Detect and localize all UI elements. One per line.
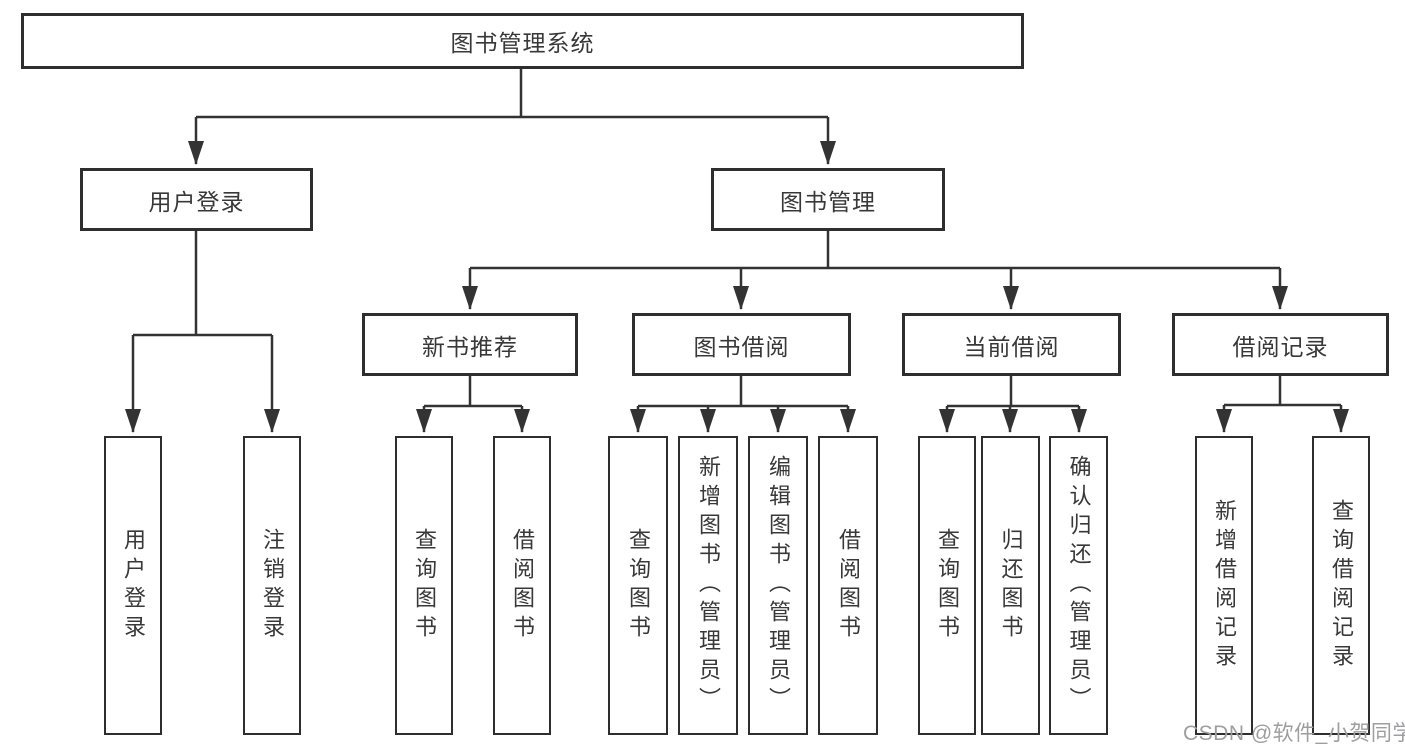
leaf-query-borrow-record: 查询借阅记录 — [1312, 436, 1370, 735]
leaf-recommend-query-books: 查询图书 — [395, 436, 453, 735]
leaf-recommend-borrow-books: 借阅图书 — [493, 436, 551, 735]
node-current-borrowing: 当前借阅 — [902, 313, 1121, 376]
node-library-management-system: 图书管理系统 — [21, 13, 1024, 69]
leaf-add-books-admin: 新增图书（管理员） — [678, 436, 738, 735]
node-borrowing-records: 借阅记录 — [1172, 313, 1389, 376]
leaf-logout: 注销登录 — [243, 436, 301, 735]
leaf-user-login: 用户登录 — [104, 436, 162, 735]
node-new-book-recommendation: 新书推荐 — [362, 313, 578, 376]
leaf-borrow-books: 借阅图书 — [818, 436, 878, 735]
leaf-current-query-books: 查询图书 — [918, 436, 976, 735]
node-book-management: 图书管理 — [711, 168, 945, 231]
leaf-borrowing-query-books: 查询图书 — [608, 436, 668, 735]
node-user-login: 用户登录 — [80, 168, 313, 231]
leaf-add-borrow-record: 新增借阅记录 — [1195, 436, 1253, 735]
leaf-edit-books-admin: 编辑图书（管理员） — [748, 436, 808, 735]
leaf-confirm-return-admin: 确认归还（管理员） — [1049, 436, 1108, 735]
node-book-borrowing: 图书借阅 — [632, 313, 851, 376]
csdn-watermark: CSDN @软件_小贺同学 — [1183, 722, 1405, 745]
leaf-return-books: 归还图书 — [981, 436, 1040, 735]
